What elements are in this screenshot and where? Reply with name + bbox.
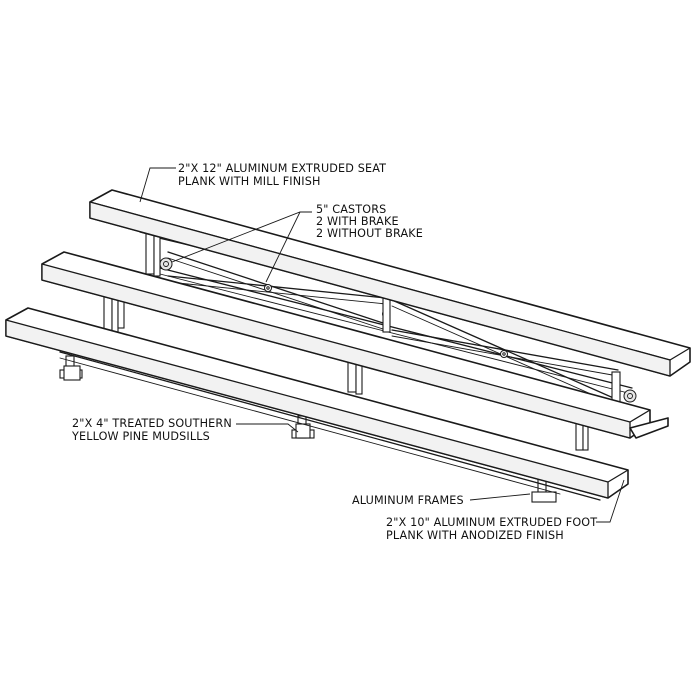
mudsills-line2: YELLOW PINE MUDSILLS [71, 430, 210, 443]
mudsills-line1: 2"X 4" TREATED SOUTHERN [72, 417, 232, 430]
callout-mudsills: 2"X 4" TREATED SOUTHERN YELLOW PINE MUDS… [71, 417, 232, 443]
foot-plank-line2: PLANK WITH ANODIZED FINISH [386, 529, 564, 542]
leader-lines [139, 167, 625, 523]
seat-plank-line2: PLANK WITH MILL FINISH [178, 175, 321, 188]
callout-castors: 5" CASTORS 2 WITH BRAKE 2 WITHOUT BRAKE [316, 203, 423, 240]
castors-line1: 5" CASTORS [316, 203, 386, 216]
castors-line3: 2 WITHOUT BRAKE [316, 227, 423, 240]
foot-plank-line1: 2"X 10" ALUMINUM EXTRUDED FOOT [386, 516, 597, 529]
front-foot-plank [5, 307, 629, 501]
callout-seat-plank: 2"X 12" ALUMINUM EXTRUDED SEAT PLANK WIT… [178, 162, 386, 188]
callout-frames: ALUMINUM FRAMES [352, 494, 464, 507]
top-seat-plank [89, 189, 691, 377]
castors [159, 257, 637, 403]
middle-seat-plank [41, 251, 669, 439]
callout-foot-plank: 2"X 10" ALUMINUM EXTRUDED FOOT PLANK WIT… [386, 516, 597, 542]
castors-line2: 2 WITH BRAKE [316, 215, 399, 228]
seat-plank-line1: 2"X 12" ALUMINUM EXTRUDED SEAT [178, 162, 386, 175]
frames-line1: ALUMINUM FRAMES [352, 494, 464, 507]
